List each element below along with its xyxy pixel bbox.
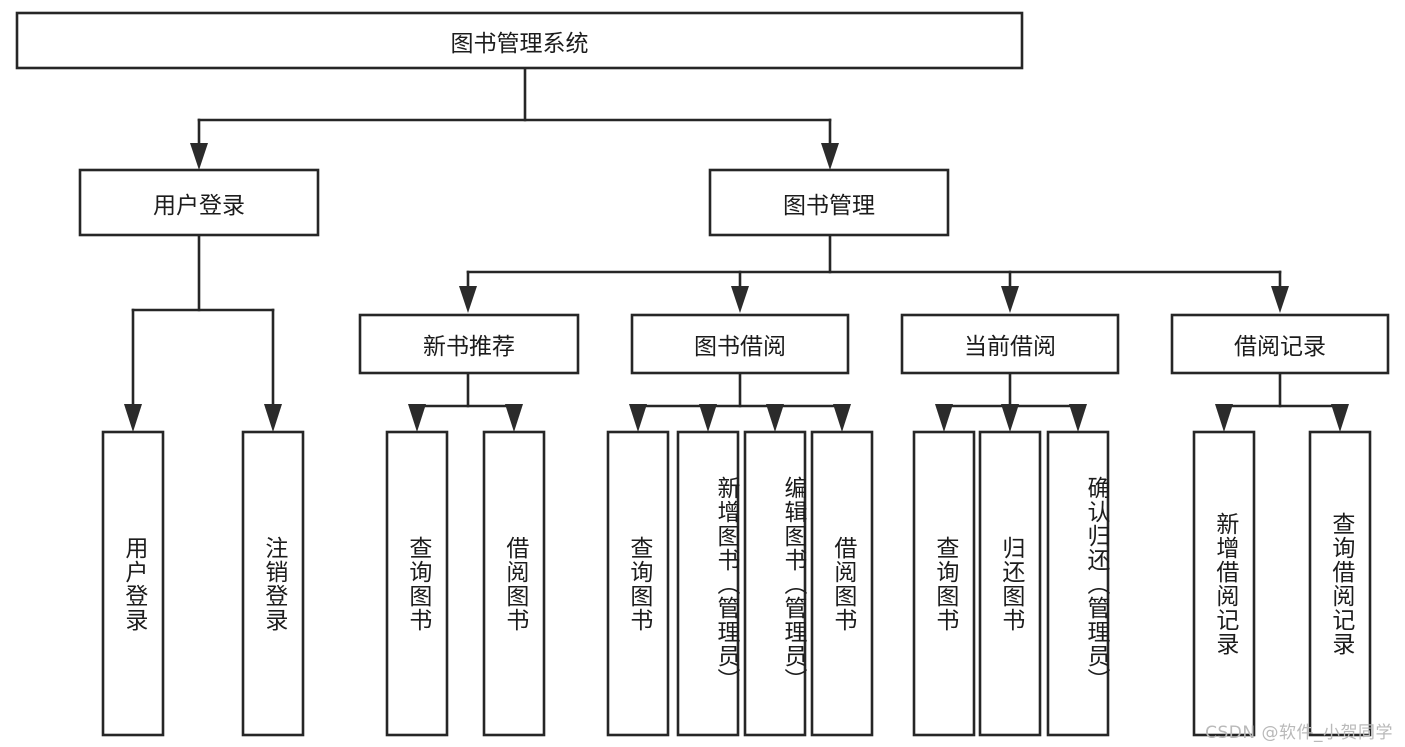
- arrow-newbook-to-leaf1: [408, 404, 426, 432]
- arrow-login-to-leaf2: [264, 404, 282, 432]
- arrow-current-to-leaf3: [1069, 404, 1087, 432]
- arrow-newbook-to-leaf2: [505, 404, 523, 432]
- node-box-current-borrow[interactable]: [900, 313, 1120, 375]
- csdn-watermark: CSDN @软件_小贺同学: [1205, 723, 1393, 743]
- node-box-leaf-return-book[interactable]: [978, 430, 1042, 737]
- arrow-bookmgmt-to-record: [1271, 286, 1289, 313]
- node-box-leaf-edit-book-admin[interactable]: [743, 430, 807, 737]
- edge-group-bookmgmt-to-l3: [459, 233, 1289, 313]
- node-box-book-management[interactable]: [708, 168, 950, 237]
- edge-group-borrow-to-leaves: [629, 371, 851, 432]
- node-box-leaf-confirm-return-admin[interactable]: [1046, 430, 1110, 737]
- node-box-leaf-user-login[interactable]: [101, 430, 165, 737]
- edge-group-record-to-leaves: [1215, 371, 1349, 432]
- node-box-leaf-add-borrow-record[interactable]: [1192, 430, 1256, 737]
- arrow-bookmgmt-to-current: [1001, 286, 1019, 313]
- node-box-leaf-add-book-admin[interactable]: [676, 430, 740, 737]
- node-box-root[interactable]: [15, 11, 1024, 70]
- node-box-book-borrow[interactable]: [630, 313, 850, 375]
- arrow-root-to-login: [190, 143, 208, 170]
- arrow-current-to-leaf2: [1001, 404, 1019, 432]
- node-box-leaf-query-book-3[interactable]: [912, 430, 976, 737]
- node-box-leaf-query-book-1[interactable]: [385, 430, 449, 737]
- node-box-leaf-borrow-book-2[interactable]: [810, 430, 874, 737]
- arrow-root-to-bookmgmt: [821, 143, 839, 170]
- node-box-leaf-borrow-book-1[interactable]: [482, 430, 546, 737]
- edge-group-login-to-leaves: [124, 233, 282, 432]
- arrow-borrow-to-leaf1: [629, 404, 647, 432]
- node-box-leaf-logout[interactable]: [241, 430, 305, 737]
- node-box-leaf-query-borrow-record[interactable]: [1308, 430, 1372, 737]
- arrow-bookmgmt-to-newbook: [459, 286, 477, 313]
- node-box-user-login[interactable]: [78, 168, 320, 237]
- arrow-login-to-leaf1: [124, 404, 142, 432]
- arrow-borrow-to-leaf3: [766, 404, 784, 432]
- arrow-record-to-leaf2: [1331, 404, 1349, 432]
- arrow-bookmgmt-to-borrow: [731, 286, 749, 313]
- edge-group-root-to-l2: [190, 66, 839, 170]
- node-box-new-book-recommend[interactable]: [358, 313, 580, 375]
- node-box-borrow-record[interactable]: [1170, 313, 1390, 375]
- edge-group-newbook-to-leaves: [408, 371, 523, 432]
- arrow-record-to-leaf1: [1215, 404, 1233, 432]
- node-box-leaf-query-book-2[interactable]: [606, 430, 670, 737]
- edge-group-current-to-leaves: [935, 371, 1087, 432]
- arrow-borrow-to-leaf4: [833, 404, 851, 432]
- arrow-borrow-to-leaf2: [699, 404, 717, 432]
- arrow-current-to-leaf1: [935, 404, 953, 432]
